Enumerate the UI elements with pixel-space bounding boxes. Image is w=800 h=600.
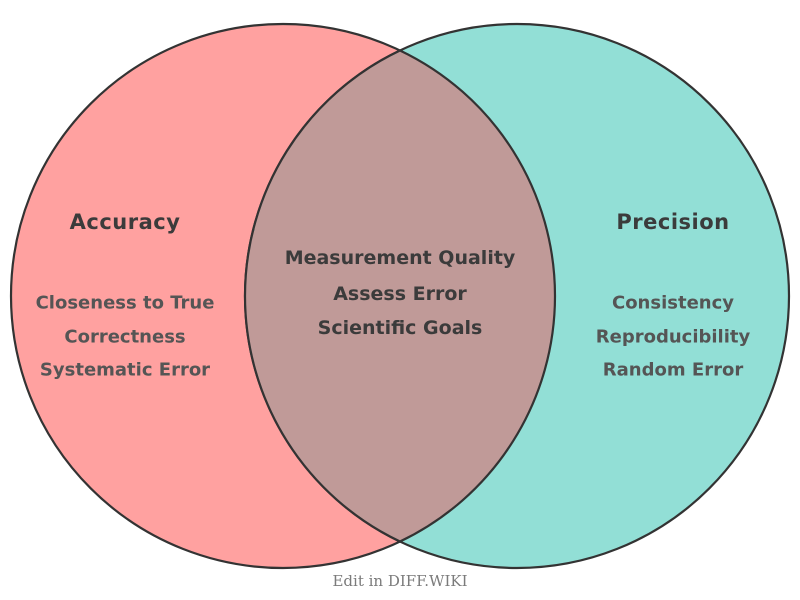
accuracy-item-closeness: Closeness to True <box>35 292 215 314</box>
accuracy-item-correctness: Correctness <box>64 326 186 348</box>
precision-title: Precision <box>616 210 730 234</box>
intersection-lens <box>243 49 557 543</box>
precision-item-reproducibility: Reproducibility <box>595 326 751 348</box>
edit-link[interactable]: Edit in DIFF.WIKI <box>332 572 468 590</box>
intersection-item-measurement-quality: Measurement Quality <box>284 247 516 269</box>
accuracy-title: Accuracy <box>69 210 181 234</box>
intersection-item-scientific-goals: Scientific Goals <box>317 317 483 339</box>
accuracy-item-systematic-error: Systematic Error <box>39 359 211 381</box>
precision-item-consistency: Consistency <box>611 292 735 314</box>
intersection-item-assess-error: Assess Error <box>333 283 467 305</box>
precision-item-random-error: Random Error <box>602 359 744 381</box>
